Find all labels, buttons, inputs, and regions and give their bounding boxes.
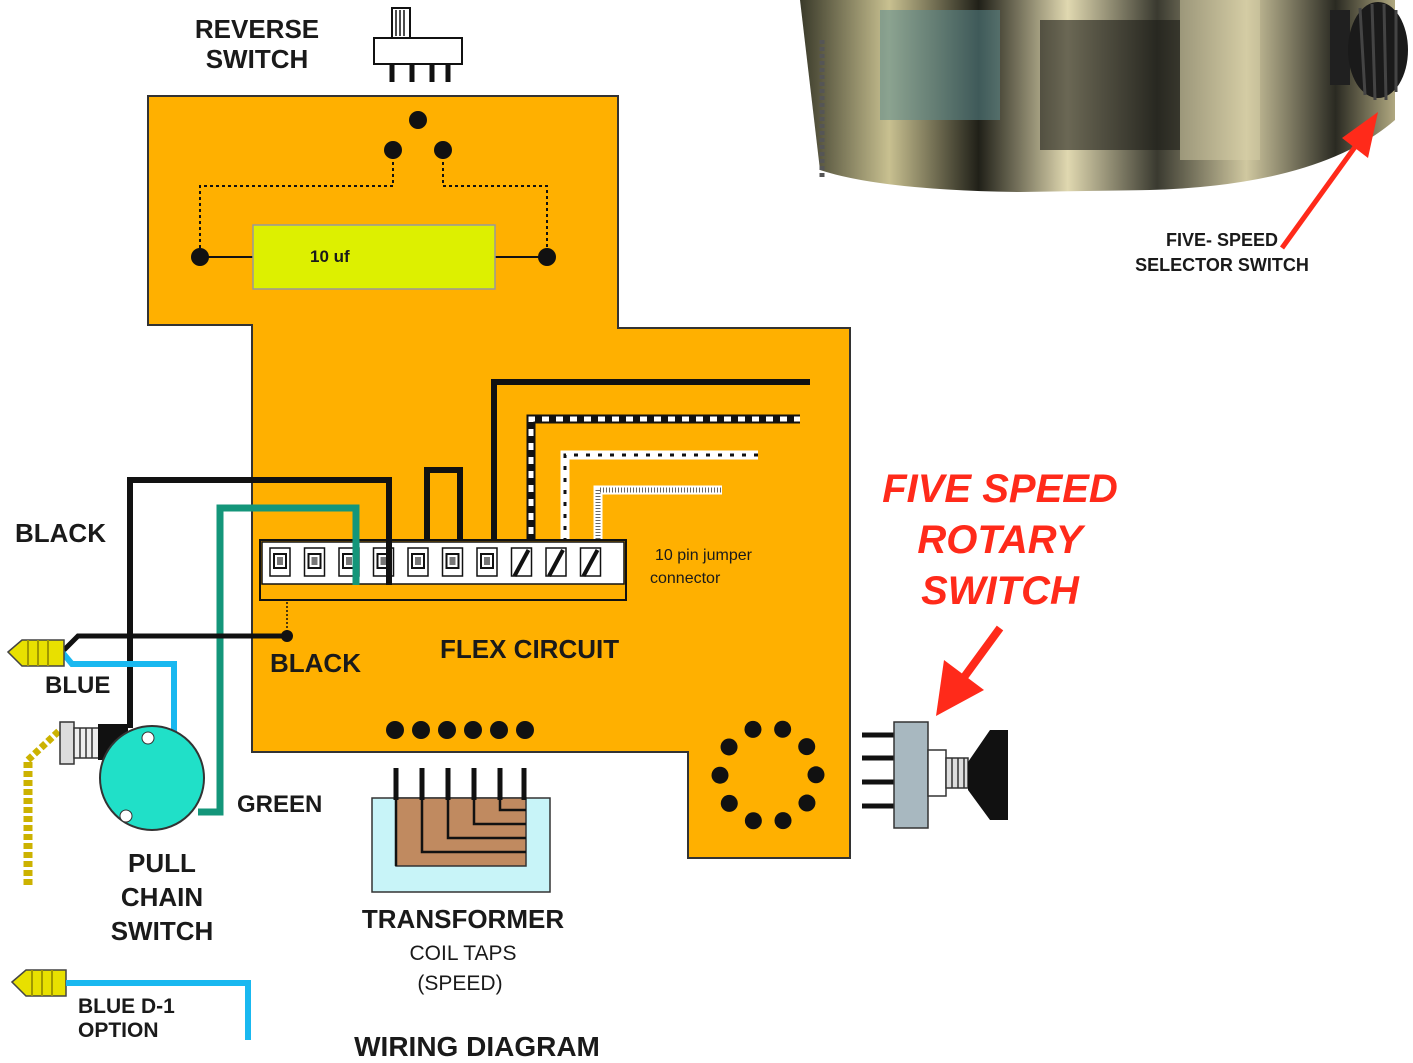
coil-tap-contact bbox=[464, 721, 482, 739]
connector-pin bbox=[407, 547, 429, 577]
pin-connector bbox=[259, 539, 627, 601]
rotary-switch bbox=[862, 721, 1008, 829]
pull-chain-label-3: SWITCH bbox=[111, 916, 214, 946]
coil-taps-label: COIL TAPS bbox=[410, 942, 517, 965]
fan-housing-photo bbox=[800, 0, 1408, 192]
black-junction bbox=[281, 630, 293, 642]
rotary-switch-label-3: SWITCH bbox=[921, 569, 1080, 613]
pull-chain-switch bbox=[23, 721, 205, 885]
capacitor bbox=[252, 224, 496, 290]
blue-option bbox=[10, 969, 251, 1040]
coil-tap-contact bbox=[438, 721, 456, 739]
connector-pin bbox=[579, 547, 602, 577]
reverse-switch bbox=[373, 7, 463, 82]
rotary-arrow bbox=[936, 625, 1004, 716]
selector-arrow bbox=[1279, 112, 1378, 250]
coil-tap-contact bbox=[516, 721, 534, 739]
rotary-contact bbox=[807, 766, 825, 784]
black-inner-wire bbox=[60, 633, 287, 654]
rotary-contact bbox=[720, 794, 738, 812]
rotary-contact bbox=[774, 720, 792, 738]
pull-chain-label-2: CHAIN bbox=[121, 882, 203, 912]
connector-label-2: connector bbox=[650, 570, 721, 587]
blue-option-label: BLUE D-1 bbox=[78, 995, 175, 1018]
rotary-contact bbox=[744, 720, 762, 738]
connector-pin bbox=[545, 547, 567, 577]
reverse-switch-label: REVERSE bbox=[195, 14, 319, 44]
selector-switch-label: FIVE- SPEED bbox=[1166, 230, 1278, 250]
connector-label: 10 pin jumper bbox=[655, 547, 753, 564]
green-label: GREEN bbox=[237, 791, 322, 818]
rotary-contact bbox=[720, 738, 738, 756]
black-left-label: BLACK bbox=[15, 518, 106, 548]
rotary-switch-label-2: ROTARY bbox=[917, 518, 1086, 562]
selector-switch-label-2: SELECTOR SWITCH bbox=[1135, 255, 1309, 275]
reverse-contacts bbox=[191, 111, 556, 266]
flex-circuit-label: FLEX CIRCUIT bbox=[440, 634, 619, 664]
rotary-contact bbox=[798, 738, 816, 756]
diagram-title: WIRING DIAGRAM bbox=[354, 1031, 600, 1062]
rotary-contact-ring bbox=[711, 720, 825, 830]
capacitor-label: 10 uf bbox=[310, 247, 350, 266]
black-wire bbox=[127, 477, 392, 728]
blue-label: BLUE bbox=[45, 672, 110, 699]
rotary-contact bbox=[744, 812, 762, 830]
green-wire bbox=[198, 504, 360, 816]
connector-pin bbox=[476, 547, 498, 577]
connector-pin bbox=[510, 547, 533, 577]
coil-tap-contact bbox=[386, 721, 404, 739]
coil-tap-contact bbox=[412, 721, 430, 739]
coil-tap-contact bbox=[490, 721, 508, 739]
rotary-contact bbox=[711, 766, 729, 784]
wire-nut bbox=[6, 639, 65, 667]
reverse-switch-label-2: SWITCH bbox=[206, 44, 309, 74]
connector-pin bbox=[441, 547, 464, 577]
transformer bbox=[371, 721, 551, 893]
black-inner-label: BLACK bbox=[270, 648, 361, 678]
rotary-switch-label: FIVE SPEED bbox=[882, 467, 1118, 511]
blue-option-label-2: OPTION bbox=[78, 1019, 159, 1042]
rotary-contact bbox=[774, 812, 792, 830]
connector-pin bbox=[269, 547, 291, 577]
rotary-contact bbox=[798, 794, 816, 812]
connector-pin bbox=[303, 547, 326, 577]
pull-chain-label: PULL bbox=[128, 848, 196, 878]
coil-taps-label-2: (SPEED) bbox=[417, 972, 502, 995]
selector-knob-photo bbox=[1330, 2, 1408, 101]
transformer-label: TRANSFORMER bbox=[362, 904, 564, 934]
blue-wire bbox=[59, 650, 177, 735]
